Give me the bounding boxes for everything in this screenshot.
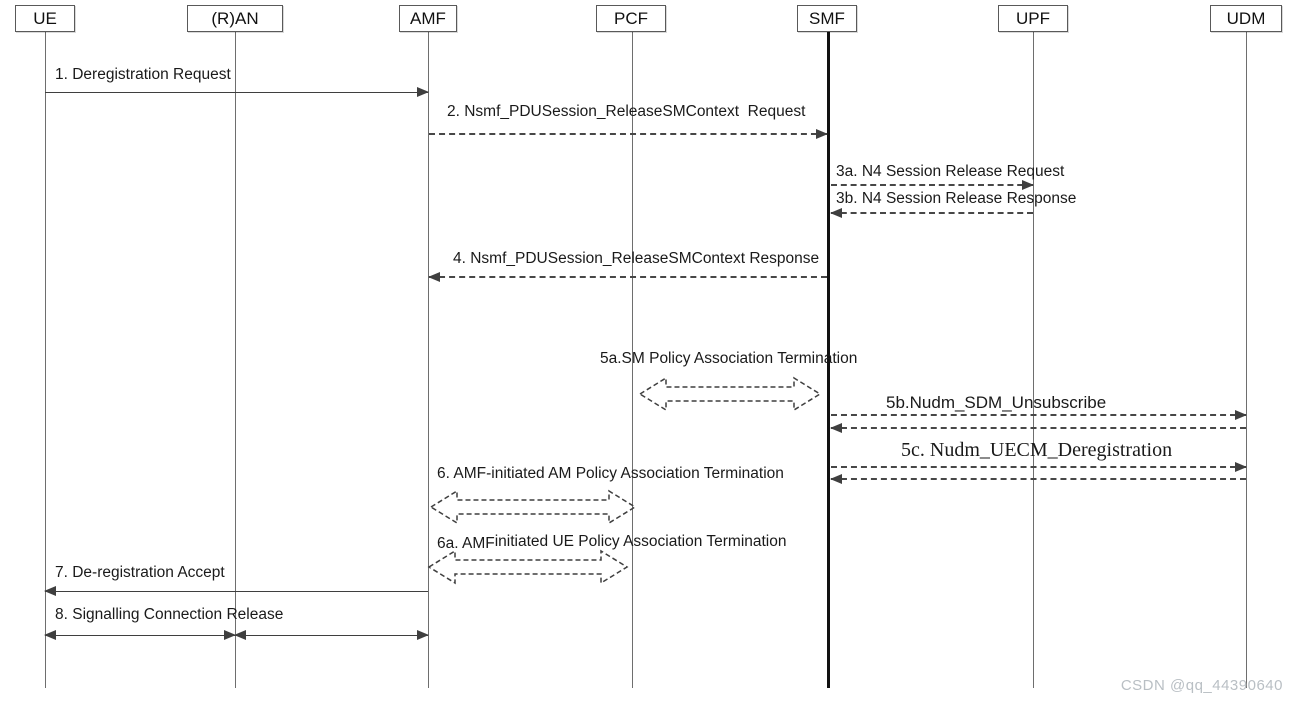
message-6a-block-arrow-icon xyxy=(427,549,629,585)
message-4-label: 4. Nsmf_PDUSession_ReleaseSMContext Resp… xyxy=(453,250,820,267)
message-5c-label: 5c. Nudm_UECM_Deregistration xyxy=(901,439,1173,461)
actor-box-ran: (R)AN xyxy=(187,5,283,32)
message-6-block-arrow-icon xyxy=(429,489,637,525)
message-3a-label: 3a. N4 Session Release Request xyxy=(836,163,1065,180)
message-5b-request-arrow xyxy=(831,410,1247,420)
message-5c-response-arrow xyxy=(830,474,1246,484)
actor-label-ran: (R)AN xyxy=(211,8,259,28)
message-1-arrow xyxy=(45,87,429,97)
arrowhead-left-icon xyxy=(44,630,56,640)
actor-label-pcf: PCF xyxy=(614,8,648,28)
message-3a-arrow xyxy=(831,180,1034,190)
message-8-segment-ran-amf-arrow xyxy=(234,630,429,640)
lifeline-amf xyxy=(428,31,429,688)
message-8-label: 8. Signalling Connection Release xyxy=(55,606,284,623)
arrowhead-left-icon xyxy=(830,474,842,484)
arrowhead-right-icon xyxy=(816,129,828,139)
actor-box-upf: UPF xyxy=(998,5,1068,32)
actor-label-upf: UPF xyxy=(1016,8,1050,28)
arrowhead-left-icon xyxy=(44,586,56,596)
lifeline-pcf xyxy=(632,31,633,688)
arrowhead-left-icon xyxy=(428,272,440,282)
arrowhead-left-icon xyxy=(830,208,842,218)
message-1-label: 1. Deregistration Request xyxy=(55,66,231,83)
message-5a-block-arrow-icon xyxy=(638,376,822,412)
message-5b-response-arrow xyxy=(830,423,1246,433)
csdn-watermark: CSDN @qq_44390640 xyxy=(1120,677,1283,694)
arrowhead-right-icon xyxy=(224,630,236,640)
actor-box-smf: SMF xyxy=(797,5,857,32)
lifeline-ue xyxy=(45,31,46,688)
arrowhead-right-icon xyxy=(417,630,429,640)
message-6-label: 6. AMF-initiated AM Policy Association T… xyxy=(437,465,784,482)
message-8-segment-ue-ran-arrow xyxy=(44,630,236,640)
lifeline-ran xyxy=(235,31,236,688)
message-7-label: 7. De-registration Accept xyxy=(55,564,225,581)
actor-label-ue: UE xyxy=(33,8,57,28)
actor-box-udm: UDM xyxy=(1210,5,1282,32)
arrowhead-right-icon xyxy=(1235,462,1247,472)
actor-label-smf: SMF xyxy=(809,8,845,28)
message-7-arrow xyxy=(44,586,428,596)
actor-label-amf: AMF xyxy=(410,8,446,28)
message-2-arrow xyxy=(429,129,828,139)
message-3b-label: 3b. N4 Session Release Response xyxy=(836,190,1077,207)
actor-box-pcf: PCF xyxy=(596,5,666,32)
message-5b-label: 5b.Nudm_SDM_Unsubscribe xyxy=(886,393,1107,412)
lifeline-smf xyxy=(827,31,830,688)
arrowhead-left-icon xyxy=(234,630,246,640)
message-3b-arrow xyxy=(830,208,1033,218)
arrowhead-right-icon xyxy=(1235,410,1247,420)
arrowhead-left-icon xyxy=(830,423,842,433)
lifeline-upf xyxy=(1033,31,1034,688)
actor-box-ue: UE xyxy=(15,5,75,32)
arrowhead-right-icon xyxy=(1022,180,1034,190)
message-6a-label: 6a. AMFinitiated UE Policy Association T… xyxy=(437,533,787,552)
message-6a-label-rest: initiated UE Policy Association Terminat… xyxy=(494,533,787,550)
message-6a-label-prefix: 6a. AMF xyxy=(437,535,495,552)
lifeline-udm xyxy=(1246,31,1247,688)
message-4-arrow xyxy=(428,272,827,282)
message-5a-label: 5a.SM Policy Association Termination xyxy=(600,350,858,367)
actor-box-amf: AMF xyxy=(399,5,457,32)
message-2-label: 2. Nsmf_PDUSession_ReleaseSMContext Requ… xyxy=(447,103,806,120)
actor-label-udm: UDM xyxy=(1226,8,1266,28)
arrowhead-right-icon xyxy=(417,87,429,97)
message-5c-request-arrow xyxy=(831,462,1247,472)
